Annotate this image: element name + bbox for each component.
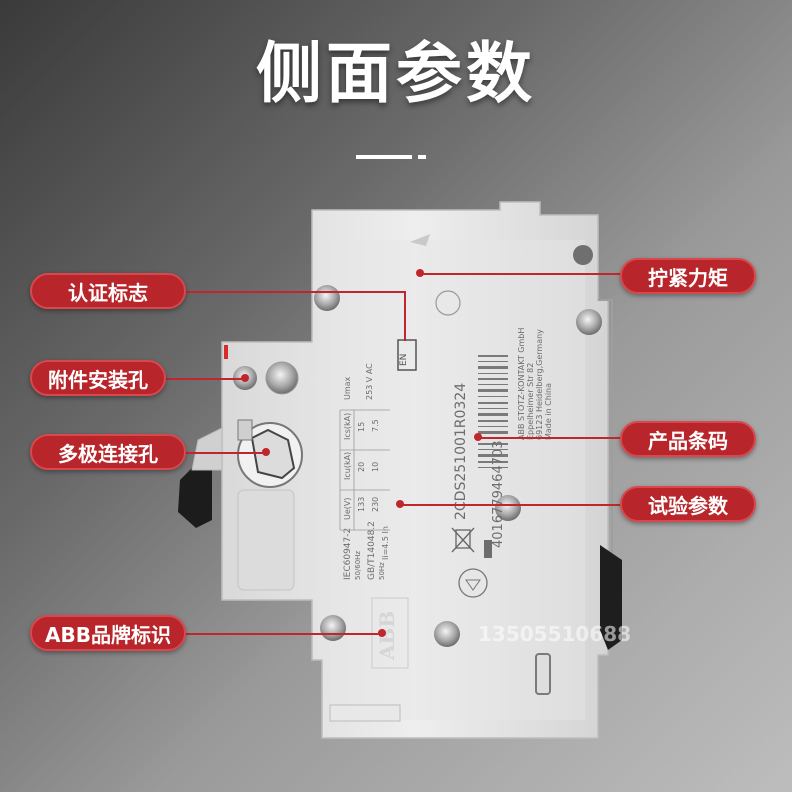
svg-text:133: 133	[357, 497, 366, 512]
test-callout-line	[400, 504, 620, 506]
label-abb-brand: ABB品牌标识	[30, 615, 186, 651]
multipole-callout-dot	[262, 448, 270, 456]
title-divider	[356, 155, 412, 159]
certification-logo: EN	[397, 339, 417, 371]
svg-text:Ics(kA): Ics(kA)	[343, 413, 352, 440]
label-barcode: 产品条码	[620, 421, 756, 457]
accessory-callout-dot	[241, 374, 249, 382]
barcode-callout-line	[478, 437, 620, 439]
accessory-callout-line	[165, 378, 245, 380]
svg-text:15: 15	[357, 422, 366, 432]
svg-text:7.5: 7.5	[371, 419, 380, 432]
svg-text:Icu(kA): Icu(kA)	[343, 452, 352, 480]
svg-text:230: 230	[371, 497, 380, 512]
svg-text:ABB STOTZ-KONTAKT GmbH: ABB STOTZ-KONTAKT GmbH	[517, 328, 526, 440]
test-callout-dot	[396, 500, 404, 508]
label-torque: 拧紧力矩	[620, 258, 756, 294]
weee-icon	[451, 527, 475, 553]
svg-text:Eppelheimer Str 82: Eppelheimer Str 82	[526, 363, 535, 440]
svg-text:Ue(V): Ue(V)	[343, 498, 352, 521]
multipole-callout-line	[185, 452, 265, 454]
label-certification: 认证标志	[30, 273, 186, 309]
brand-callout-dot	[378, 629, 386, 637]
black-lever	[178, 462, 212, 528]
brand-callout-line	[185, 633, 381, 635]
svg-text:Ii=4.5 In: Ii=4.5 In	[381, 526, 390, 560]
svg-text:50Hz: 50Hz	[378, 562, 386, 580]
svg-text:253 V AC: 253 V AC	[365, 363, 374, 400]
svg-text:EN: EN	[399, 354, 409, 366]
svg-text:50/60Hz: 50/60Hz	[354, 551, 362, 580]
svg-text:69123 Heidelberg,Germany: 69123 Heidelberg,Germany	[535, 329, 544, 440]
svg-text:10: 10	[371, 462, 380, 472]
svg-text:GB/T14048.2: GB/T14048.2	[367, 521, 377, 580]
svg-text:Umax: Umax	[343, 376, 352, 400]
svg-text:IEC60947-2: IEC60947-2	[343, 528, 353, 580]
cert-callout-line	[185, 291, 405, 293]
label-test-params: 试验参数	[620, 486, 756, 522]
product-barcode	[478, 355, 508, 468]
barcode-number: 4016779464703	[491, 440, 506, 548]
svg-text:Made in China: Made in China	[544, 383, 553, 440]
code-text: 2CDS251001R0324	[453, 383, 469, 520]
label-multipole-holes: 多极连接孔	[30, 434, 186, 470]
label-accessory-holes: 附件安装孔	[30, 360, 166, 396]
black-clip	[600, 545, 622, 650]
page-title: 侧面参数	[256, 35, 536, 112]
torque-callout-dot	[416, 269, 424, 277]
cert-callout-vline	[404, 291, 406, 341]
torque-callout-line	[420, 273, 620, 275]
title-divider-dot	[418, 155, 426, 159]
barcode-callout-dot	[474, 433, 482, 441]
svg-text:20: 20	[357, 462, 366, 472]
breaker-housing	[221, 201, 609, 739]
watermark: 13505510688	[478, 622, 632, 646]
